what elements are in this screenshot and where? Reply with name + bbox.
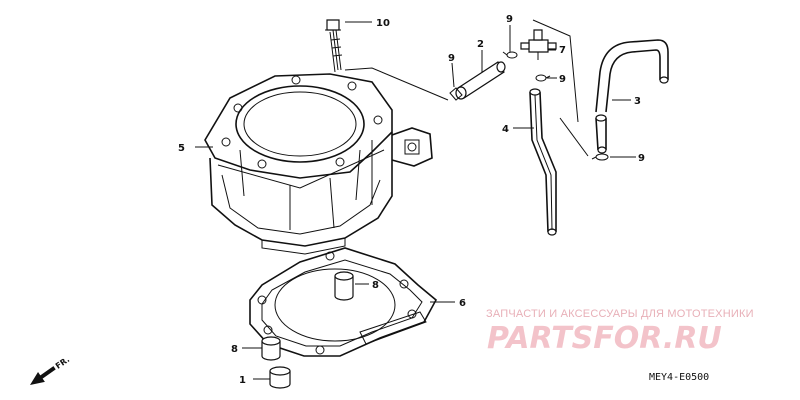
clip-3[interactable]: [535, 74, 551, 82]
callout-10: 10: [376, 18, 390, 29]
callout-2: 2: [477, 39, 484, 50]
callout-9-top: 9: [506, 14, 513, 25]
breather-tube-short[interactable]: [455, 61, 506, 100]
stud-bolt[interactable]: [325, 19, 343, 73]
clip-1[interactable]: [449, 87, 463, 101]
callout-labels: 10 5 2 9 9 7 9 3 4 9 8 6 8 1: [178, 14, 645, 386]
callout-3: 3: [634, 96, 641, 107]
callout-9-mid: 9: [559, 74, 566, 85]
cylinder[interactable]: [204, 73, 433, 255]
watermark-tagline: ЗАПЧАСТИ И АКСЕССУАРЫ ДЛЯ МОТОТЕХНИКИ: [486, 308, 754, 320]
watermark-brand-logo: PARTSFOR.RU: [487, 321, 722, 356]
breather-tube-bent[interactable]: [595, 39, 669, 154]
diagram-code: MEY4-E0500: [649, 372, 709, 383]
breather-tube-long[interactable]: [529, 88, 557, 236]
callout-5: 5: [178, 143, 185, 154]
leader-lines: [195, 21, 636, 380]
callout-9-left: 9: [448, 53, 455, 64]
callout-9-right: 9: [638, 153, 645, 164]
clip-2[interactable]: [502, 51, 518, 59]
callout-1: 1: [239, 375, 246, 386]
clip-4[interactable]: [591, 153, 609, 161]
callout-7: 7: [559, 45, 566, 56]
dowel-pin-lower[interactable]: [261, 336, 281, 361]
dowel-pin-bottom[interactable]: [269, 366, 291, 389]
front-marker-label: FR.: [54, 355, 71, 371]
callout-6: 6: [459, 298, 466, 309]
front-direction-arrow: FR.: [30, 355, 71, 385]
callout-4: 4: [502, 124, 509, 135]
three-way-joint[interactable]: [520, 29, 557, 60]
routing-lines: [344, 19, 589, 157]
dowel-pin-upper[interactable]: [334, 271, 354, 301]
callout-8-lower: 8: [231, 344, 238, 355]
callout-8-upper: 8: [372, 280, 379, 291]
